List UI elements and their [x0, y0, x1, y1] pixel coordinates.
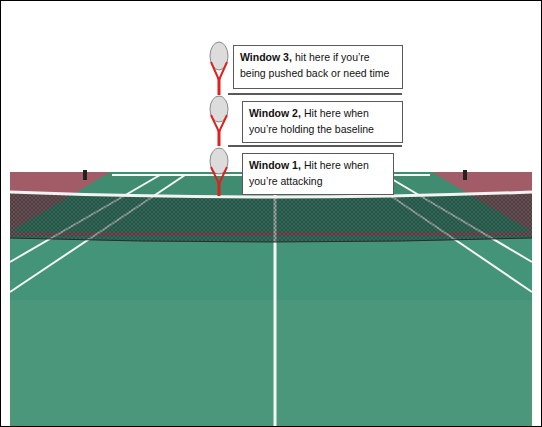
net-post — [83, 170, 87, 180]
racket-icon — [210, 148, 228, 196]
net-post — [463, 170, 467, 180]
window-heading: Window 3, — [240, 51, 292, 63]
window-heading: Window 1, — [249, 159, 301, 171]
callout-text: Window 2,Hit here when you’re holding th… — [249, 106, 396, 138]
callout-box: Window 2,Hit here when you’re holding th… — [242, 101, 403, 143]
window-heading: Window 2, — [249, 107, 301, 119]
racket-throat — [211, 62, 227, 80]
callout-box: Window 1,Hit here when you’re attacking — [242, 153, 394, 195]
racket-throat — [211, 167, 227, 184]
net-body — [10, 192, 532, 242]
callout-text: Window 3,hit here if you’re being pushed… — [240, 50, 396, 82]
net-mesh — [10, 192, 532, 242]
net-bottom — [10, 238, 532, 242]
near-court — [10, 236, 532, 427]
racket-icon — [210, 42, 228, 95]
court-shade — [10, 236, 532, 300]
racket-handle — [218, 78, 221, 95]
racket-handle — [218, 182, 221, 196]
separator-line — [228, 93, 402, 95]
racket-icon — [210, 96, 228, 146]
separator-line — [228, 145, 402, 147]
racket-handle — [218, 130, 221, 146]
callout-box: Window 3,hit here if you’re being pushed… — [233, 45, 403, 89]
racket-throat — [211, 115, 227, 132]
callout-text: Window 1,Hit here when you’re attacking — [249, 158, 387, 190]
